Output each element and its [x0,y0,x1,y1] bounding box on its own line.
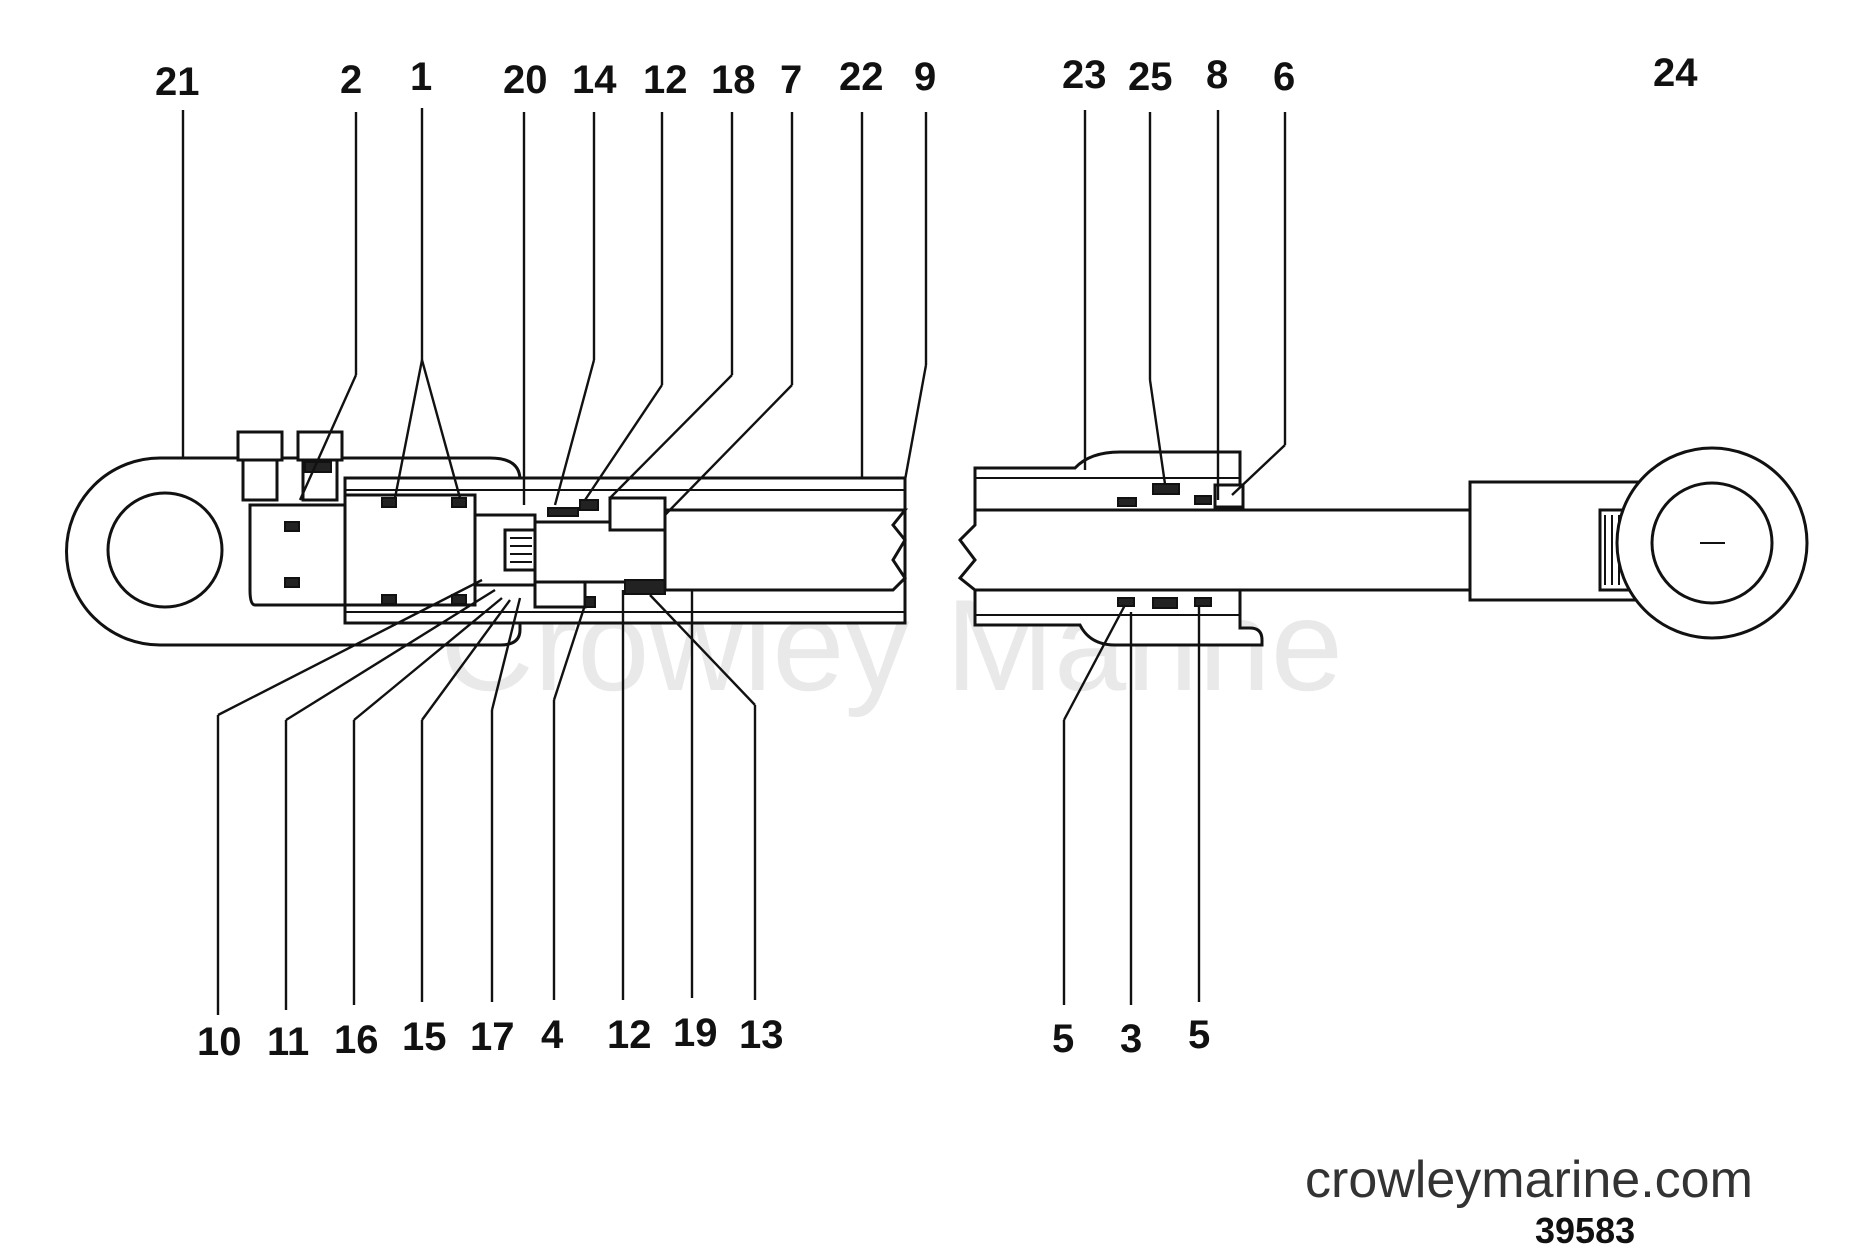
callout-13: 13 [739,1013,784,1057]
callout-24: 24 [1653,51,1698,95]
callout-20: 20 [503,58,548,102]
callout-2: 2 [340,58,362,102]
callout-7: 7 [780,58,802,102]
callout-9: 9 [914,55,936,99]
callout-25: 25 [1128,55,1173,99]
callout-16: 16 [334,1018,379,1062]
callout-12-top: 12 [643,58,688,102]
callout-6: 6 [1273,55,1295,99]
callout-5-right: 5 [1188,1013,1210,1057]
callout-23: 23 [1062,53,1107,97]
fitting-nuts [236,430,344,502]
site-url: crowleymarine.com [1305,1151,1753,1209]
callout-18: 18 [711,58,756,102]
valve-assembly [473,496,667,609]
callout-19: 19 [673,1011,718,1055]
callout-14: 14 [572,58,617,102]
callout-22: 22 [839,55,884,99]
leader-lines [181,108,1287,1015]
top-callouts: 21 2 1 20 14 12 18 7 22 9 23 25 8 6 24 [155,51,1698,104]
callout-4: 4 [541,1013,564,1057]
piston-rod-right [957,508,1472,592]
diagram-number: 39583 [1535,1210,1636,1251]
piston-rod-left [663,508,909,592]
callout-1: 1 [410,55,432,99]
bottom-callouts: 10 11 16 15 17 4 12 19 13 5 3 5 [197,1011,1210,1064]
callout-5-left: 5 [1052,1017,1074,1061]
callout-11: 11 [267,1020,309,1064]
callout-15: 15 [402,1015,447,1059]
callout-10: 10 [197,1020,242,1064]
callout-8: 8 [1206,53,1228,97]
callout-21: 21 [155,60,200,104]
rod-end-eye [1468,446,1809,640]
callout-3: 3 [1120,1017,1142,1061]
callout-17: 17 [470,1015,515,1059]
callout-12-bottom: 12 [607,1013,652,1057]
